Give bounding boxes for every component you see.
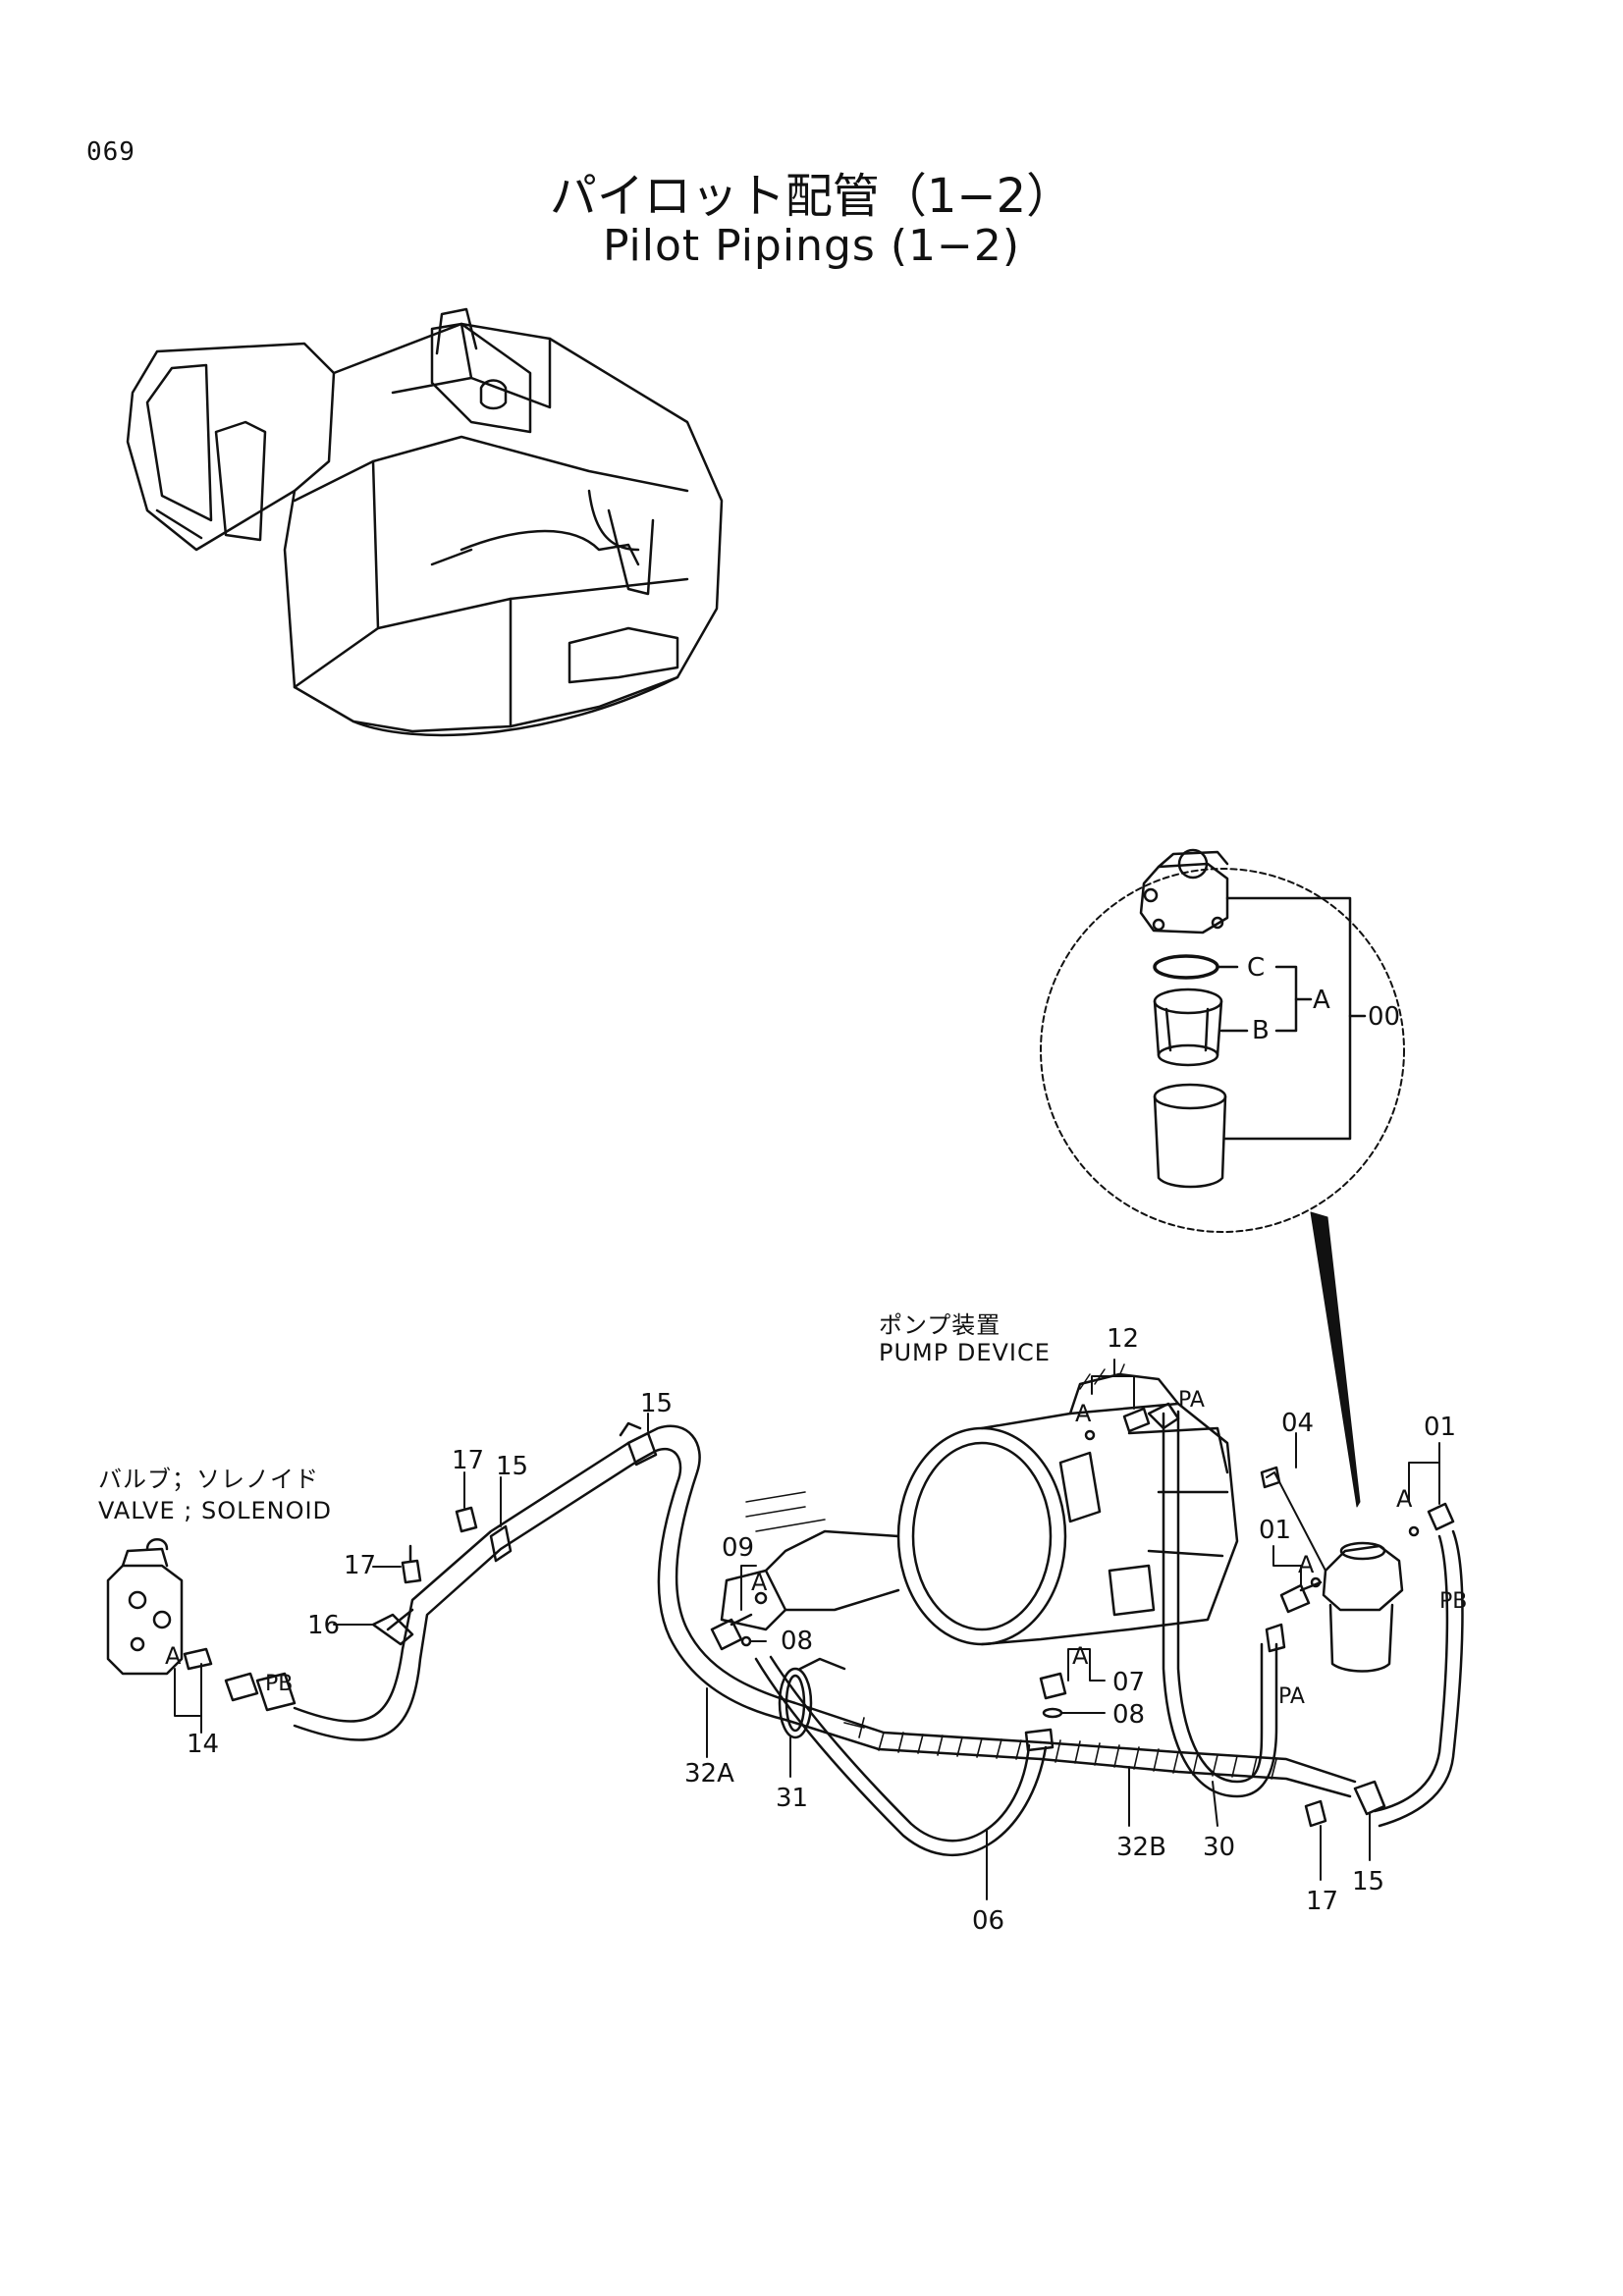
bolt-17-left (401, 1544, 422, 1584)
callout-A: A (1313, 986, 1330, 1015)
callout-00: 00 (1368, 1002, 1400, 1032)
clamp-16 (371, 1608, 414, 1646)
page-number: 069 (86, 137, 135, 167)
detail-pointer (1310, 1211, 1361, 1508)
pump-label-en: PUMP DEVICE (879, 1339, 1051, 1366)
conn-A-12: A (1075, 1400, 1092, 1427)
callout-12: 12 (1107, 1324, 1139, 1354)
title-japanese: パイロット配管（1−2） (549, 169, 1074, 224)
solenoid-valve (106, 1538, 297, 1712)
callout-14: 14 (187, 1730, 219, 1759)
valve-label-jp: バルブ；ソレノイド (98, 1466, 319, 1493)
callout-15-top: 15 (640, 1389, 673, 1418)
callout-32A: 32A (684, 1759, 734, 1789)
callout-30: 30 (1203, 1833, 1235, 1862)
valve-label-en: VALVE ; SOLENOID (98, 1497, 333, 1524)
title-english: Pilot Pipings (1−2) (602, 221, 1021, 271)
callout-07: 07 (1112, 1668, 1145, 1697)
callout-17-right: 17 (1306, 1887, 1338, 1916)
callout-17-upper: 17 (452, 1446, 484, 1475)
callout-08-bottom: 08 (1112, 1700, 1145, 1730)
callout-08-left: 08 (781, 1627, 813, 1656)
pilot-filter (1260, 1466, 1464, 1828)
callout-04: 04 (1281, 1409, 1314, 1438)
callout-C: C (1247, 953, 1265, 983)
bolt-17-upper (455, 1506, 478, 1533)
hose-32B (843, 1717, 1357, 1798)
clamp-15-top (619, 1421, 658, 1467)
pilot-hose-left (293, 1424, 701, 1741)
pump-label-jp: ポンプ装置 (879, 1311, 1001, 1339)
port-PA-hose: PA (1278, 1684, 1305, 1709)
callout-B: B (1252, 1016, 1270, 1045)
hose-06 (754, 1655, 1055, 1856)
callout-32B: 32B (1116, 1833, 1166, 1862)
filter-detail: C B A 00 (1040, 848, 1405, 1233)
conn-A-01-left: A (1298, 1551, 1315, 1578)
conn-A-07: A (1072, 1642, 1089, 1670)
pump-device (720, 1363, 1278, 1798)
callout-06: 06 (972, 1906, 1004, 1936)
fitting-09 (710, 1613, 753, 1651)
bundle-clamp-31 (778, 1657, 846, 1739)
port-PB-filter: PB (1439, 1589, 1467, 1614)
port-PA-pump: PA (1178, 1388, 1205, 1413)
callout-15-mid: 15 (496, 1452, 528, 1481)
fitting-07 (1039, 1672, 1067, 1700)
callout-15-right: 15 (1352, 1867, 1384, 1896)
conn-A-01-right: A (1396, 1485, 1413, 1513)
conn-A-valve: A (165, 1642, 182, 1670)
fitting-12 (1122, 1402, 1180, 1433)
callout-31: 31 (776, 1784, 808, 1813)
callout-16: 16 (307, 1611, 340, 1640)
port-PB-valve: PB (265, 1672, 293, 1696)
conn-A-09: A (751, 1569, 768, 1596)
hose-32A (668, 1628, 1043, 1761)
excavator-overview (126, 307, 724, 737)
callout-01-left: 01 (1259, 1516, 1291, 1545)
callout-01-right: 01 (1424, 1413, 1456, 1442)
clamp-15-mid (489, 1524, 513, 1563)
callout-17-left: 17 (344, 1551, 376, 1580)
callout-09: 09 (722, 1533, 754, 1563)
